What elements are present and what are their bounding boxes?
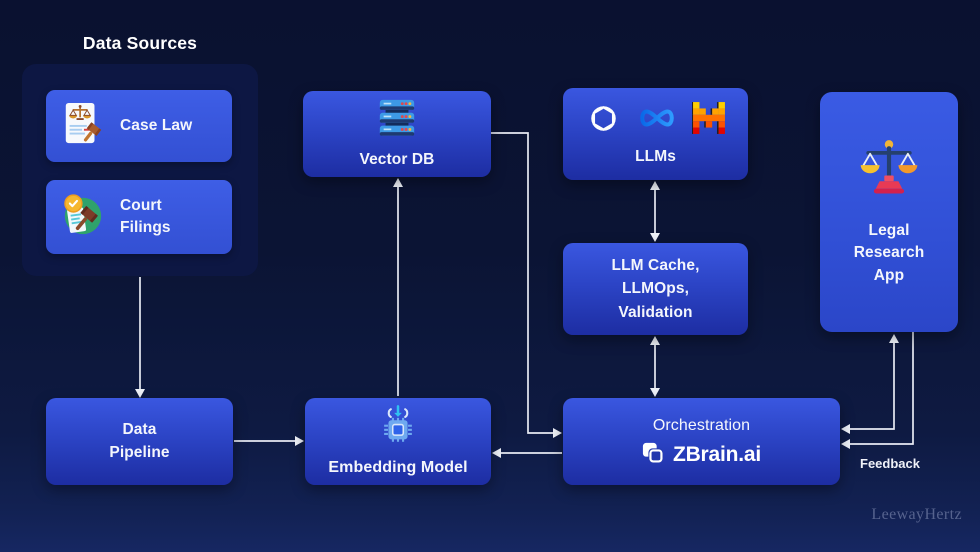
vector-db-node: Vector DB: [303, 91, 491, 177]
openai-logo-icon: [585, 100, 622, 142]
court-filings-node: Court Filings: [46, 180, 232, 254]
court-gavel-icon: [61, 191, 105, 244]
mistral-logo-icon: [691, 102, 726, 139]
llms-node: LLMs: [563, 88, 748, 180]
llm-cache-label: LLM Cache, LLMOps, Validation: [611, 257, 700, 321]
legal-document-icon: [61, 100, 105, 153]
embedding-model-label: Embedding Model: [328, 458, 468, 476]
zbrain-logo-icon: [642, 442, 664, 469]
arrow-vectordb-to-orchestration: [491, 132, 554, 434]
case-law-node: Case Law: [46, 90, 232, 162]
watermark: LeewayHertz: [871, 506, 962, 523]
embedding-model-node: Embedding Model: [305, 398, 491, 485]
chip-icon: [376, 404, 420, 453]
data-pipeline-label: Data Pipeline: [109, 421, 170, 461]
legal-research-app-node: Legal Research App: [820, 92, 958, 332]
data-sources-title: Data Sources: [82, 33, 198, 53]
meta-logo-icon: [635, 103, 679, 138]
court-filings-label: Court Filings: [120, 196, 171, 236]
orchestration-label: Orchestration: [652, 417, 751, 435]
orchestration-node: Orchestration ZBrain.ai: [563, 398, 840, 485]
data-pipeline-node: Data Pipeline: [46, 398, 233, 485]
feedback-label: Feedback: [860, 456, 920, 471]
arrow-orchestration-app: [849, 343, 895, 430]
zbrain-brand-text: ZBrain.ai: [672, 443, 762, 467]
arrow-app-feedback: [850, 332, 914, 445]
llms-label: LLMs: [635, 147, 676, 165]
llm-cache-node: LLM Cache, LLMOps, Validation: [563, 243, 748, 335]
legal-research-app-label: Legal Research App: [853, 221, 925, 284]
case-law-label: Case Law: [120, 116, 193, 134]
server-stack-icon: [376, 97, 418, 144]
vector-db-label: Vector DB: [359, 150, 435, 168]
llm-logos: [585, 100, 726, 142]
scales-of-justice-icon: [855, 137, 923, 204]
zbrain-brand: ZBrain.ai: [642, 442, 761, 469]
